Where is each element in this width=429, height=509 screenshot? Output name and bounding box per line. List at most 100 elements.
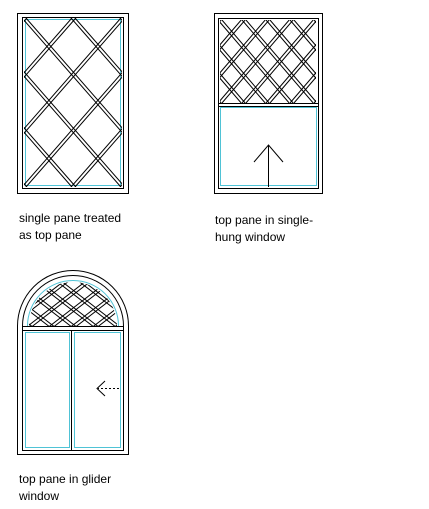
muntin-bar xyxy=(25,76,122,187)
muntin-bar xyxy=(247,275,314,327)
muntin-bar xyxy=(225,275,292,327)
muntin-bar xyxy=(220,100,222,103)
diamond-lattice xyxy=(24,18,429,187)
muntin-bar xyxy=(203,275,270,327)
arrow-left-dashed-icon xyxy=(96,380,119,397)
caption-line: hung window xyxy=(215,230,286,244)
muntin-bar xyxy=(265,43,316,103)
muntin-bar xyxy=(146,20,217,103)
muntin-bar xyxy=(414,18,429,187)
muntin-bar xyxy=(362,20,429,103)
muntin-bar xyxy=(251,275,318,327)
muntin-bar xyxy=(203,275,270,327)
muntin-bar xyxy=(390,20,429,103)
arrow-up-icon xyxy=(253,144,284,187)
muntin-bar xyxy=(410,20,429,103)
muntin-bar xyxy=(386,20,429,103)
caption-glider: top pane in glider window xyxy=(19,471,111,505)
muntin-bar xyxy=(141,275,208,327)
muntin-bar xyxy=(0,275,11,327)
left-sash-glass xyxy=(25,332,70,448)
muntin-bar xyxy=(414,20,429,103)
muntin-bar xyxy=(97,282,117,326)
caption-line: window xyxy=(19,489,60,503)
caption-line: single pane treated xyxy=(19,211,122,225)
muntin-bar xyxy=(229,275,296,327)
muntin-bar xyxy=(122,20,193,103)
muntin-bar xyxy=(185,275,252,327)
arched-frame-outer xyxy=(17,270,129,455)
muntin-bar xyxy=(313,20,316,24)
muntin-bar xyxy=(293,20,316,47)
muntin-bar xyxy=(185,275,252,327)
muntin-bar xyxy=(414,20,429,103)
caption-line: as top pane xyxy=(19,228,82,242)
muntin-bar xyxy=(318,20,389,103)
muntin-bar xyxy=(24,71,122,186)
muntin-bar xyxy=(29,282,78,326)
muntin-bar xyxy=(362,20,429,103)
muntin-bar xyxy=(366,20,429,103)
muntin-bar xyxy=(369,18,429,187)
muntin-bar xyxy=(119,275,186,327)
muntin-bar xyxy=(0,275,6,327)
muntin-bar xyxy=(220,20,222,23)
muntin-bar xyxy=(92,282,117,326)
caption-single-hung: top pane in single- hung window xyxy=(215,212,313,246)
muntin-bar xyxy=(29,282,56,326)
muntin-bar xyxy=(137,275,204,327)
muntin-bar xyxy=(386,20,429,103)
muntin-bar xyxy=(316,18,429,187)
muntin-bar xyxy=(126,20,197,103)
arched-frame-inner xyxy=(22,275,124,451)
muntin-bar xyxy=(207,275,274,327)
muntin-bar xyxy=(29,282,51,326)
window-frame-inner xyxy=(22,17,124,189)
glass-outline xyxy=(25,19,121,186)
muntin-bar xyxy=(141,275,208,327)
muntin-bar xyxy=(247,275,314,327)
muntin-bar xyxy=(365,18,429,187)
single-pane-window xyxy=(17,13,429,194)
muntin-bar xyxy=(225,275,292,327)
muntin-bar xyxy=(418,18,429,187)
right-sash-glass xyxy=(74,332,121,448)
muntin-bar xyxy=(74,18,122,73)
muntin-bar xyxy=(0,275,6,327)
caption-single-pane: single pane treated as top pane xyxy=(19,210,121,244)
muntin-bar xyxy=(318,20,389,103)
muntin-bar xyxy=(316,18,429,187)
muntin-bar xyxy=(70,127,122,187)
caption-line: top pane in single- xyxy=(215,213,314,227)
muntin-bar xyxy=(146,20,217,103)
muntin-bar xyxy=(181,275,248,327)
muntin-bar xyxy=(293,76,316,103)
muntin-bar xyxy=(390,20,429,103)
muntin-bar xyxy=(313,99,316,103)
caption-line: top pane in glider xyxy=(19,472,112,486)
muntin-bar xyxy=(163,275,230,327)
muntin-bar xyxy=(159,275,226,327)
muntin-bar xyxy=(366,20,429,103)
diamond-lattice xyxy=(122,20,429,103)
muntin-bar xyxy=(342,20,413,103)
single-hung-window xyxy=(122,13,429,194)
muntin-bar xyxy=(414,18,429,187)
muntin-bar xyxy=(410,20,429,103)
muntin-bar xyxy=(320,18,429,187)
muntin-bar xyxy=(338,20,409,103)
muntin-bar xyxy=(70,18,122,78)
window-frame-inner xyxy=(218,18,319,189)
muntin-bar xyxy=(418,18,429,187)
muntin-bar xyxy=(29,282,95,326)
muntin-bar xyxy=(70,282,117,326)
muntin-bar xyxy=(365,18,429,187)
muntin-bar xyxy=(119,275,186,327)
muntin-bar xyxy=(74,132,122,187)
muntin-bar xyxy=(137,275,204,327)
muntin-bar xyxy=(159,275,226,327)
muntin-bar xyxy=(269,48,316,103)
muntin-bar xyxy=(75,282,117,326)
muntin-bar xyxy=(320,18,429,187)
